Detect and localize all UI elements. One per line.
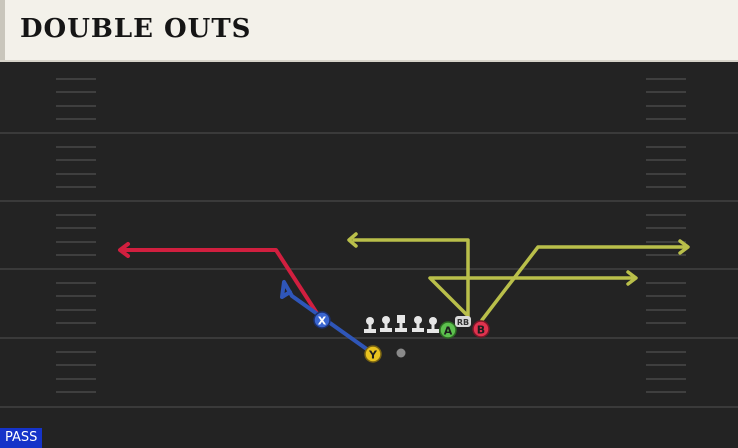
- route-b: [480, 239, 690, 322]
- receiver-x: X: [313, 311, 331, 329]
- receiver-x-label: X: [318, 315, 327, 328]
- receiver-b-label: B: [477, 324, 485, 337]
- running-back-marker: RB: [455, 316, 471, 327]
- rb-label: RB: [457, 318, 469, 327]
- receiver-y: Y: [364, 345, 382, 363]
- quarterback-marker: [396, 348, 406, 358]
- play-title-bar: DOUBLE OUTS: [0, 0, 738, 62]
- receiver-a: A: [439, 321, 457, 339]
- right-hash-marks: [646, 78, 686, 393]
- receiver-y-label: Y: [368, 349, 378, 362]
- play-title: DOUBLE OUTS: [20, 14, 252, 44]
- lineman-icon: [427, 317, 439, 333]
- play-diagram: RB X Y A B: [0, 78, 738, 408]
- football-field: RB X Y A B: [0, 62, 738, 448]
- route-x: [118, 242, 322, 320]
- play-type-badge: PASS: [0, 428, 43, 448]
- lineman-icon: [412, 316, 424, 332]
- yard-lines: [0, 132, 738, 408]
- lineman-icon: [380, 316, 392, 332]
- center-icon: [395, 315, 407, 332]
- receiver-a-label: A: [444, 325, 453, 338]
- left-hash-marks: [56, 78, 96, 393]
- title-accent: [0, 0, 5, 60]
- receiver-b: B: [472, 320, 490, 338]
- lineman-icon: [364, 317, 376, 333]
- offensive-line: [364, 315, 439, 333]
- route-a: [347, 232, 638, 318]
